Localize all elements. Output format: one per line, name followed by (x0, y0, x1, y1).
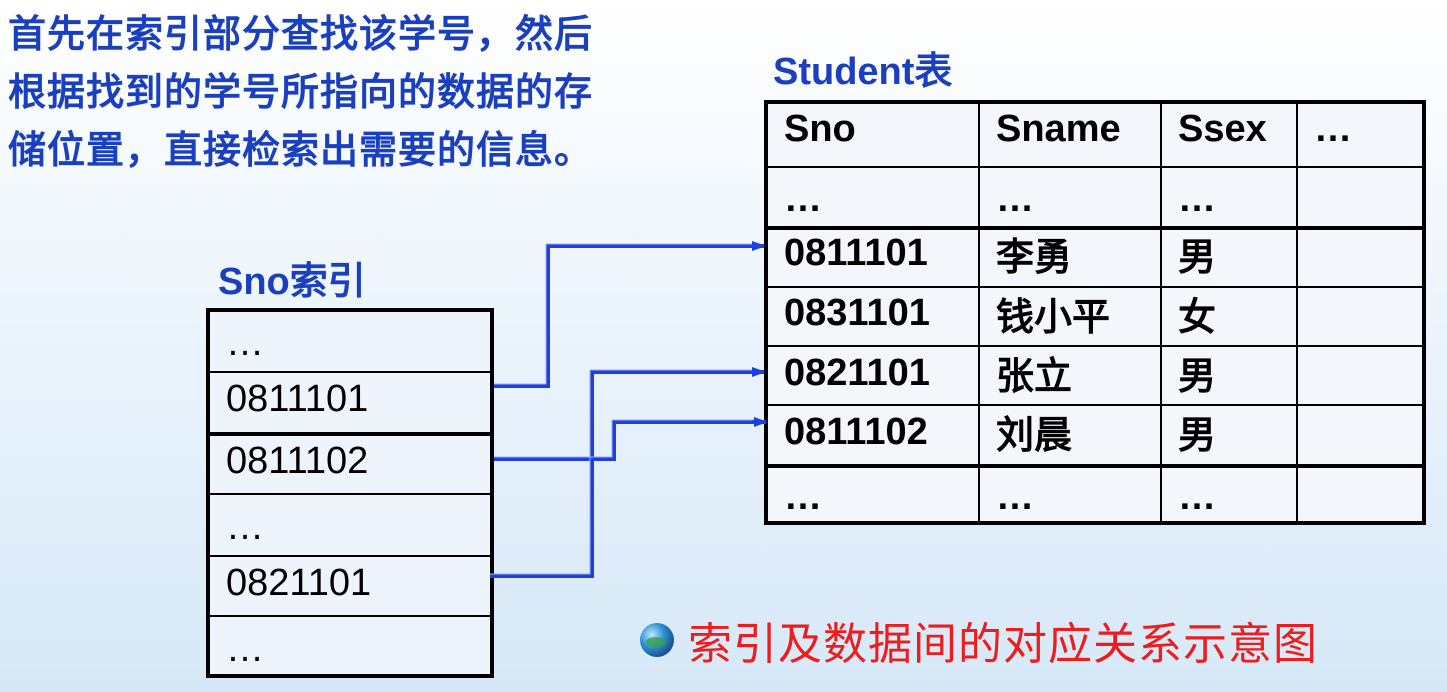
arrow-0811102 (494, 417, 768, 461)
cell-ssex: 男 (1178, 412, 1217, 457)
cell-sname: 张立 (996, 353, 1073, 398)
cell-sno: 0831101 (784, 292, 930, 334)
index-divider (210, 493, 490, 495)
cell-sname: … (996, 178, 1034, 220)
student-table: Sno Sname Ssex … … … … 0811101 李勇 男 0831… (764, 100, 1426, 525)
column-divider (1296, 104, 1298, 521)
cell-ssex: 男 (1178, 353, 1217, 398)
cell-ssex: … (1178, 476, 1216, 518)
globe-bullet-icon (640, 623, 674, 657)
caption-text: 索引及数据间的对应关系示意图 (688, 620, 1318, 669)
header-sname: Sname (996, 108, 1121, 150)
cell-sno: … (784, 476, 822, 518)
index-divider (210, 615, 490, 617)
row-divider (768, 464, 1422, 468)
index-entry: … (226, 322, 264, 364)
student-table-title: Student表 (773, 51, 953, 93)
cell-sname: 李勇 (996, 234, 1073, 279)
cell-ssex: 男 (1178, 234, 1217, 279)
cell-sname: 钱小平 (996, 294, 1111, 339)
sno-index-box: … 0811101 0811102 … 0821101 … (206, 308, 494, 678)
index-entry: 0811101 (226, 378, 369, 420)
sno-index-title: Sno索引 (218, 261, 366, 303)
column-divider (978, 104, 980, 521)
cell-sname: … (996, 476, 1034, 518)
header-sno: Sno (784, 108, 856, 150)
caption: 索引及数据间的对应关系示意图 (640, 608, 1318, 672)
index-entry: … (226, 506, 264, 548)
cell-sname: 刘晨 (996, 412, 1073, 457)
row-divider (768, 226, 1422, 230)
column-divider (1160, 104, 1162, 521)
cell-sno: … (784, 178, 822, 220)
cell-sno: 0811101 (784, 232, 928, 274)
index-entry: 0821101 (226, 562, 372, 604)
row-divider (768, 404, 1422, 406)
cell-sno: 0821101 (784, 352, 930, 394)
index-entry: 0811102 (226, 440, 369, 482)
cell-ssex: 女 (1178, 294, 1217, 339)
row-divider (768, 345, 1422, 347)
index-entry: … (226, 628, 264, 670)
row-divider (768, 286, 1422, 288)
index-divider (210, 555, 490, 557)
arrow-0821101 (490, 367, 766, 578)
index-divider (210, 432, 490, 436)
index-divider (210, 371, 490, 373)
intro-text: 首先在索引部分查找该学号，然后 根据找到的学号所指向的数据的存 储位置，直接检索… (8, 14, 594, 172)
cell-ssex: … (1178, 178, 1216, 220)
cell-sno: 0811102 (784, 411, 928, 453)
row-divider (768, 166, 1422, 168)
header-more: … (1314, 108, 1352, 150)
header-ssex: Ssex (1178, 108, 1267, 150)
arrow-0811101 (494, 241, 766, 388)
